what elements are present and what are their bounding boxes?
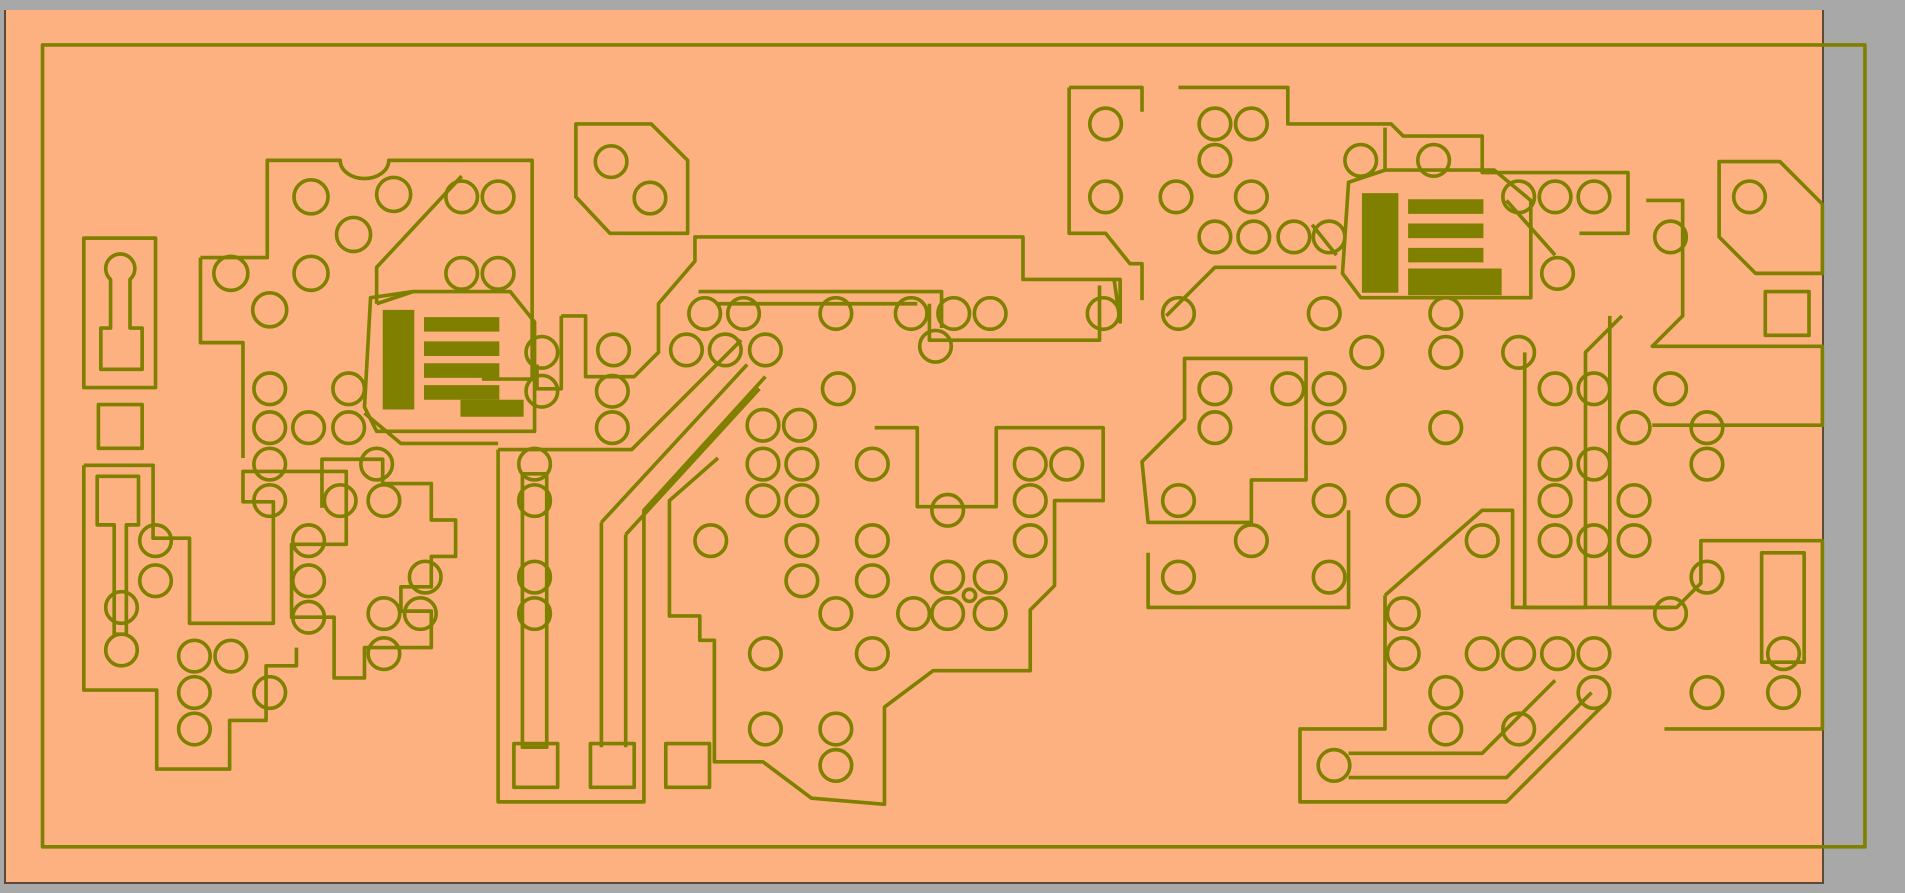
connector-pad (1763, 289, 1811, 338)
trace (1165, 265, 1337, 318)
trace (1348, 679, 1593, 780)
trace (95, 474, 141, 637)
trace (535, 235, 1122, 391)
pad (632, 180, 668, 216)
board-outline (40, 43, 1867, 849)
pads (103, 175, 630, 747)
connector-pad (588, 741, 637, 790)
connector-left (82, 236, 158, 451)
trace (82, 465, 299, 771)
trace (667, 425, 1105, 807)
ic-footprint-left (362, 289, 537, 446)
trace (198, 257, 245, 459)
trace (698, 289, 944, 329)
connector-pad (512, 741, 560, 790)
pads (1087, 106, 1802, 784)
trace (1140, 356, 1308, 525)
trace (200, 158, 534, 381)
trace (496, 338, 767, 804)
trace (374, 174, 464, 304)
connector-pad (663, 741, 712, 790)
trace (1067, 85, 1630, 301)
trace (1298, 508, 1825, 804)
component-block (574, 122, 690, 236)
board-panel (4, 10, 1824, 884)
trace (83, 457, 458, 680)
ic-footprint-right (1310, 127, 1557, 300)
trace (599, 363, 761, 748)
pads (516, 295, 1121, 784)
pad (593, 143, 629, 180)
trace (1146, 510, 1351, 610)
component-block (1717, 159, 1825, 276)
